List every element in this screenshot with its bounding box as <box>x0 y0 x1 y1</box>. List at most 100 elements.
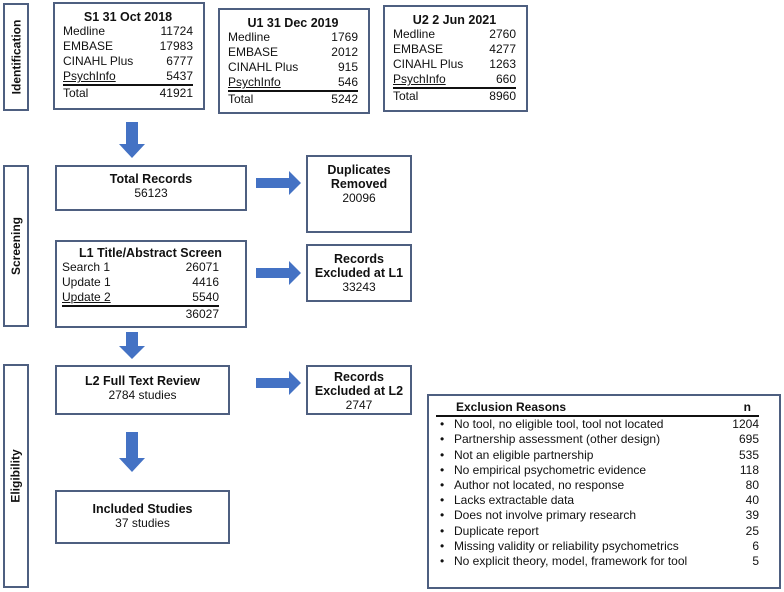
database-count: 1263 <box>489 57 516 71</box>
reason-count: 118 <box>739 462 759 477</box>
reason-count: 40 <box>745 493 759 508</box>
database-name: Medline <box>228 30 271 44</box>
database-name: EMBASE <box>393 42 444 56</box>
arrow-down-icon <box>119 122 145 158</box>
bullet-icon: • <box>440 523 445 538</box>
box-title: Records <box>333 252 385 266</box>
arrow-right-icon <box>256 171 301 195</box>
l1-source: Search 1 <box>62 260 111 274</box>
total-value: 5242 <box>331 92 358 106</box>
l2-review-box: L2 Full Text Review 2784 studies <box>55 365 230 415</box>
database-count: 11724 <box>160 24 193 38</box>
box-title: Excluded at L2 <box>314 384 404 398</box>
bullet-icon: • <box>440 554 445 569</box>
reason-count: 39 <box>745 508 759 523</box>
bullet-icon: • <box>440 478 445 493</box>
box-value: 20096 <box>342 191 376 205</box>
arrow-right-icon <box>256 371 301 395</box>
database-name: CINAHL Plus <box>393 57 464 71</box>
reason-text: Does not involve primary research <box>454 508 637 523</box>
phase-identification: Identification <box>3 3 29 111</box>
arrow-down-icon <box>119 332 145 359</box>
total-records-box: Total Records 56123 <box>55 165 247 211</box>
reason-text: Partnership assessment (other design) <box>454 432 661 447</box>
search-title: U2 2 Jun 2021 <box>412 13 497 27</box>
database-name: EMBASE <box>228 45 279 59</box>
database-count: 660 <box>495 72 516 86</box>
database-row: PsychInfo 660 <box>393 72 516 89</box>
reason-count: 80 <box>745 478 759 493</box>
total-label: Total <box>228 92 254 106</box>
database-count: 546 <box>337 75 358 89</box>
box-title: L2 Full Text Review <box>84 374 201 388</box>
box-value: 37 studies <box>115 516 170 530</box>
total-label: Total <box>393 89 419 103</box>
reason-text: Author not located, no response <box>454 478 625 493</box>
l1-source: Update 1 <box>62 275 111 289</box>
database-name: CINAHL Plus <box>228 60 299 74</box>
reason-text: No explicit theory, model, framework for… <box>454 554 688 569</box>
database-name: Medline <box>393 27 436 41</box>
database-row: EMBASE 2012 <box>228 45 358 60</box>
exclusion-reason-row: • Author not located, no response 80 <box>436 478 759 493</box>
bullet-icon: • <box>440 538 445 553</box>
reason-text: No empirical psychometric evidence <box>454 462 647 477</box>
database-count: 1769 <box>331 30 358 44</box>
arrow-down-icon <box>119 432 145 472</box>
database-name: EMBASE <box>63 39 114 53</box>
box-value: 2747 <box>345 398 373 412</box>
box-value: 33243 <box>342 280 376 294</box>
reason-text: Missing validity or reliability psychome… <box>454 538 679 553</box>
search-title: S1 31 Oct 2018 <box>83 10 173 24</box>
reason-text: Lacks extractable data <box>454 493 575 508</box>
database-count: 2012 <box>331 45 358 59</box>
exclusion-reason-row: • Not an eligible partnership 535 <box>436 448 759 463</box>
exclusion-reason-row: • Missing validity or reliability psychom… <box>436 539 759 554</box>
box-title: Total Records <box>109 172 193 186</box>
total-value: 41921 <box>159 86 193 100</box>
database-count: 4277 <box>489 42 516 56</box>
total-row: Total 41921 <box>63 86 193 101</box>
box-title: Included Studies <box>92 502 193 516</box>
database-name: PsychInfo <box>393 72 446 86</box>
box-title: L1 Title/Abstract Screen <box>79 246 222 260</box>
included-box: Included Studies 37 studies <box>55 490 230 544</box>
database-row: Medline 1769 <box>228 30 358 45</box>
box-value: 2784 studies <box>108 388 177 402</box>
exclusion-reason-row: • No explicit theory, model, framework fo… <box>436 554 759 569</box>
total-row: Total 5242 <box>228 92 358 107</box>
database-name: PsychInfo <box>63 69 116 83</box>
l1-row: Update 2 5540 <box>62 290 219 307</box>
excluded-l2-box: Records Excluded at L2 2747 <box>306 365 412 415</box>
bullet-icon: • <box>440 447 445 462</box>
database-count: 6777 <box>166 54 193 68</box>
box-title: Duplicates <box>327 163 391 177</box>
phase-eligibility: Eligibility <box>3 364 29 588</box>
l1-source: Update 2 <box>62 290 111 304</box>
l1-count: 5540 <box>192 290 219 304</box>
total-label: Total <box>63 86 89 100</box>
phase-screening: Screening <box>3 165 29 327</box>
exclusion-reason-row: •No tool, no eligible tool, tool not loc… <box>436 417 759 432</box>
box-title: Removed <box>330 177 388 191</box>
reason-count: 1204 <box>732 417 759 432</box>
reason-text: Not an eligible partnership <box>454 447 594 462</box>
reason-text: Duplicate report <box>454 523 539 538</box>
reason-count: 6 <box>752 538 759 553</box>
reason-count: 535 <box>738 447 759 462</box>
box-title: Records <box>333 370 385 384</box>
